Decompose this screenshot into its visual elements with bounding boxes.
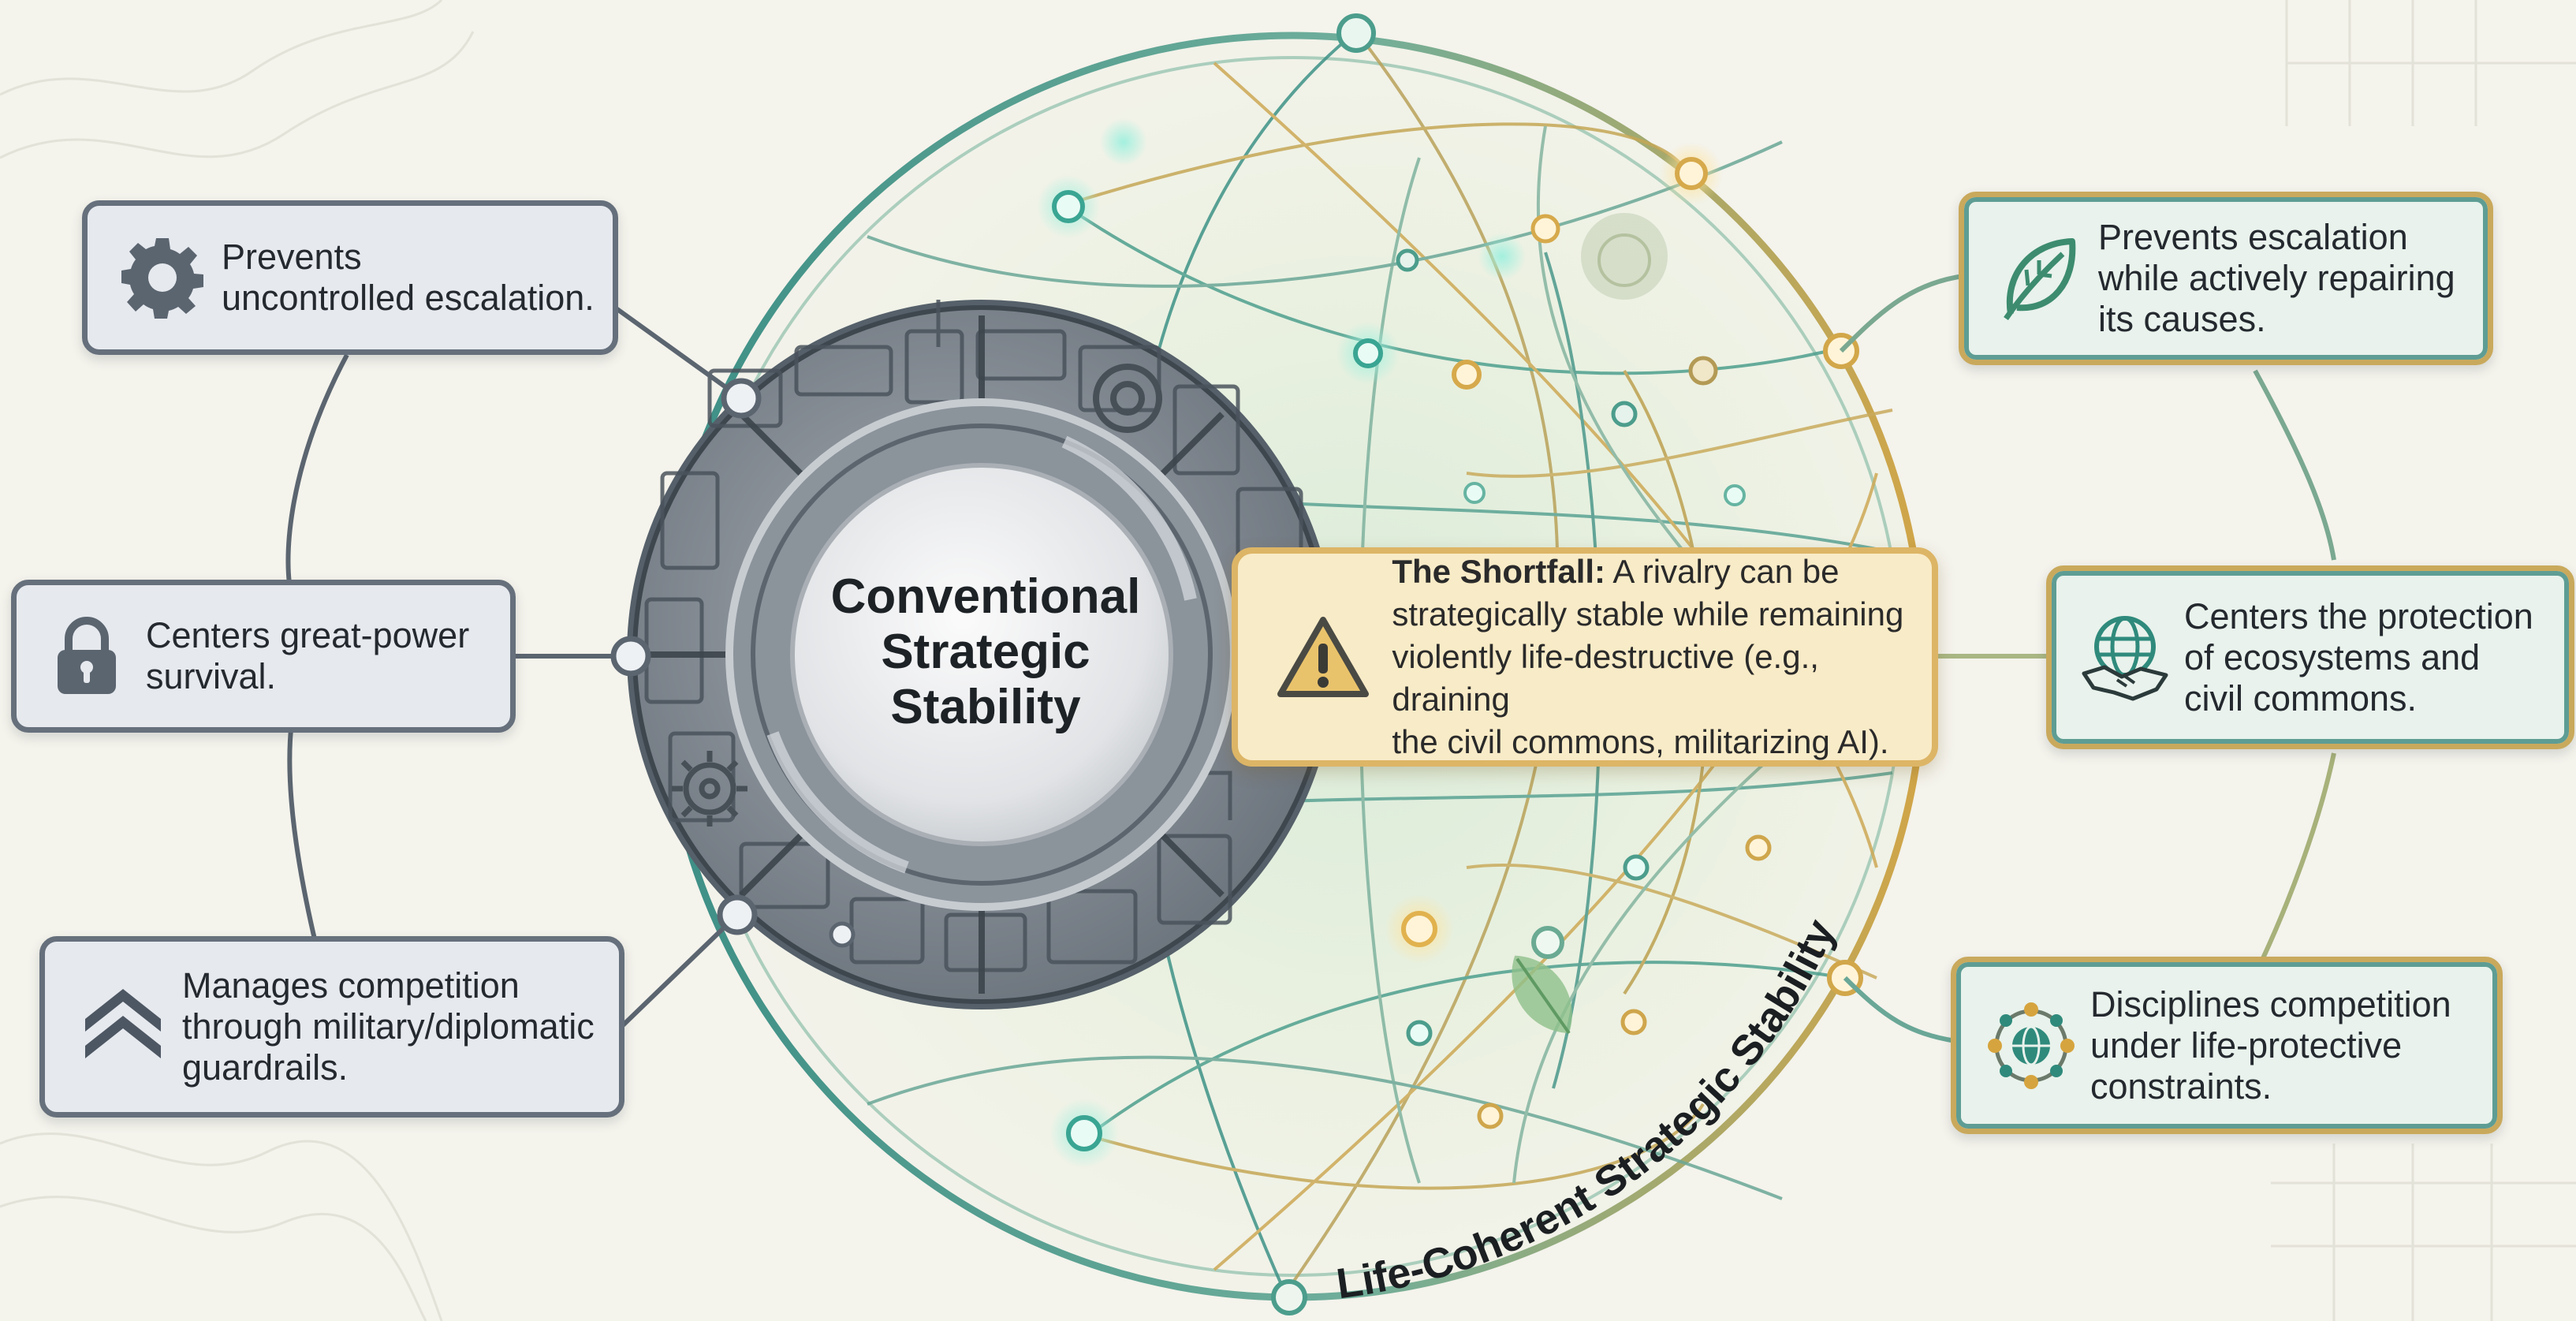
card-line: Centers the protection (2184, 595, 2533, 636)
right-connectors (1839, 274, 2336, 1043)
network-nodes (1037, 13, 1863, 1315)
card-line: under life-protective (2090, 1024, 2403, 1065)
left-card-survival: Centers great-power survival. (11, 580, 516, 733)
shortfall-callout: The Shortfall: A rivalry can be strategi… (1232, 547, 1938, 767)
shortfall-heading: The Shortfall: (1392, 553, 1606, 590)
card-line: constraints. (2090, 1065, 2272, 1106)
shortfall-line: A rivalry can be (1605, 553, 1840, 590)
shortfall-line: strategically stable while remaining (1392, 595, 1904, 633)
card-line: guardrails. (182, 1047, 349, 1088)
center-title: Conventional Strategic Stability (788, 569, 1183, 735)
card-line: Centers great-power (146, 615, 470, 655)
left-card-guardrails: Manages competition through military/dip… (39, 936, 624, 1118)
card-line: Prevents (222, 237, 362, 277)
shortfall-line: violently life-destructive (e.g., draini… (1392, 638, 1819, 718)
card-line: civil commons. (2184, 677, 2418, 718)
lock-icon (28, 615, 146, 697)
left-connector-nodes (610, 378, 856, 948)
globe-network-icon (1972, 998, 2090, 1093)
card-line: Prevents escalation (2098, 217, 2408, 257)
card-line: uncontrolled escalation. (222, 278, 595, 318)
leaf-icon (1512, 955, 1572, 1035)
right-card-ecosystems: Centers the protection of ecosystems and… (2046, 565, 2574, 749)
card-line: while actively repairing (2098, 258, 2455, 298)
left-card-escalation: Prevents uncontrolled escalation. (82, 200, 618, 355)
card-line: Manages competition (182, 965, 520, 1006)
card-line: survival. (146, 656, 277, 696)
gear-icon (103, 237, 222, 319)
center-title-line: Strategic (881, 625, 1090, 679)
right-card-repair: Prevents escalation while actively repai… (1959, 192, 2493, 365)
globe-handshake-icon (2066, 610, 2184, 705)
card-line: through military/diplomatic (182, 1006, 595, 1047)
chevrons-up-icon (64, 980, 182, 1074)
shortfall-text: The Shortfall: A rivalry can be strategi… (1392, 550, 1932, 763)
leaf-icon (1980, 235, 2098, 322)
conventional-core (627, 300, 1336, 1009)
center-title-line: Stability (890, 680, 1081, 734)
card-line: of ecosystems and (2184, 636, 2481, 677)
center-title-line: Conventional (830, 569, 1141, 624)
shortfall-line: the civil commons, militarizing AI). (1392, 723, 1889, 760)
warning-icon (1254, 615, 1392, 699)
card-line: Disciplines competition (2090, 983, 2451, 1024)
card-line: its causes. (2098, 299, 2266, 339)
right-card-constraints: Disciplines competition under life-prote… (1951, 957, 2503, 1134)
